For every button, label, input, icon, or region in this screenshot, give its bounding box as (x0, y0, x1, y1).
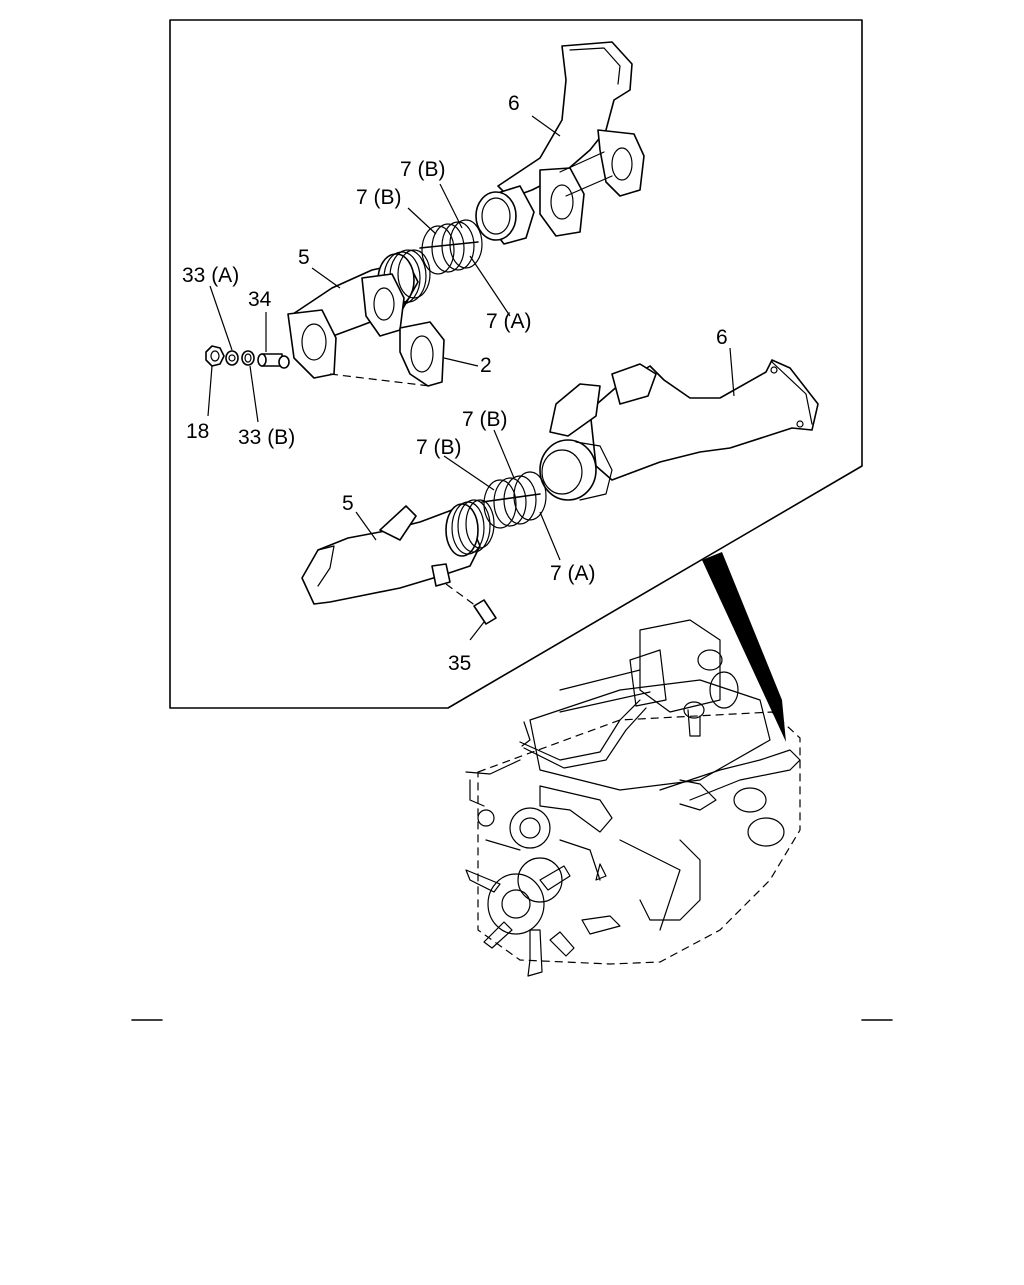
lower-leaders (355, 347, 735, 641)
lower-stud (445, 583, 497, 625)
detail-frame (169, 19, 863, 709)
lower-front-manifold (301, 499, 495, 605)
engine-overview (465, 619, 801, 977)
callout-upper-7a: 7 (A) (486, 310, 532, 333)
callout-lower-7b-1: 7 (B) (462, 408, 508, 431)
callout-upper-2: 2 (480, 354, 492, 377)
upper-gasket (329, 321, 445, 387)
callout-upper-18: 18 (186, 420, 209, 443)
upper-rear-manifold (475, 41, 645, 245)
callout-upper-7b-2: 7 (B) (356, 186, 402, 209)
upper-front-manifold (287, 249, 431, 379)
callout-upper-33b: 33 (B) (238, 426, 295, 449)
upper-leaders (207, 115, 561, 423)
callout-upper-7b-1: 7 (B) (400, 158, 446, 181)
detail-pointer-wedge (702, 552, 786, 742)
callout-upper-34: 34 (248, 288, 272, 311)
callout-upper-6: 6 (508, 92, 520, 115)
callout-upper-33a: 33 (A) (182, 264, 239, 287)
lower-rear-manifold (539, 359, 819, 501)
callout-lower-7a: 7 (A) (550, 562, 596, 585)
callout-lower-35: 35 (448, 652, 471, 675)
lower-assembly: 6 7 (B) 7 (B) 5 7 (A) 35 (301, 326, 819, 675)
callout-lower-5: 5 (342, 492, 354, 515)
callout-upper-5: 5 (298, 246, 310, 269)
callout-lower-7b-2: 7 (B) (416, 436, 462, 459)
lower-seal-rings (481, 471, 547, 529)
callout-lower-6: 6 (716, 326, 728, 349)
upper-seal-rings (419, 219, 483, 275)
upper-fasteners (205, 345, 290, 369)
upper-assembly: 6 7 (B) 7 (B) 5 7 (A) 33 (A) 34 2 18 33 … (182, 41, 645, 449)
